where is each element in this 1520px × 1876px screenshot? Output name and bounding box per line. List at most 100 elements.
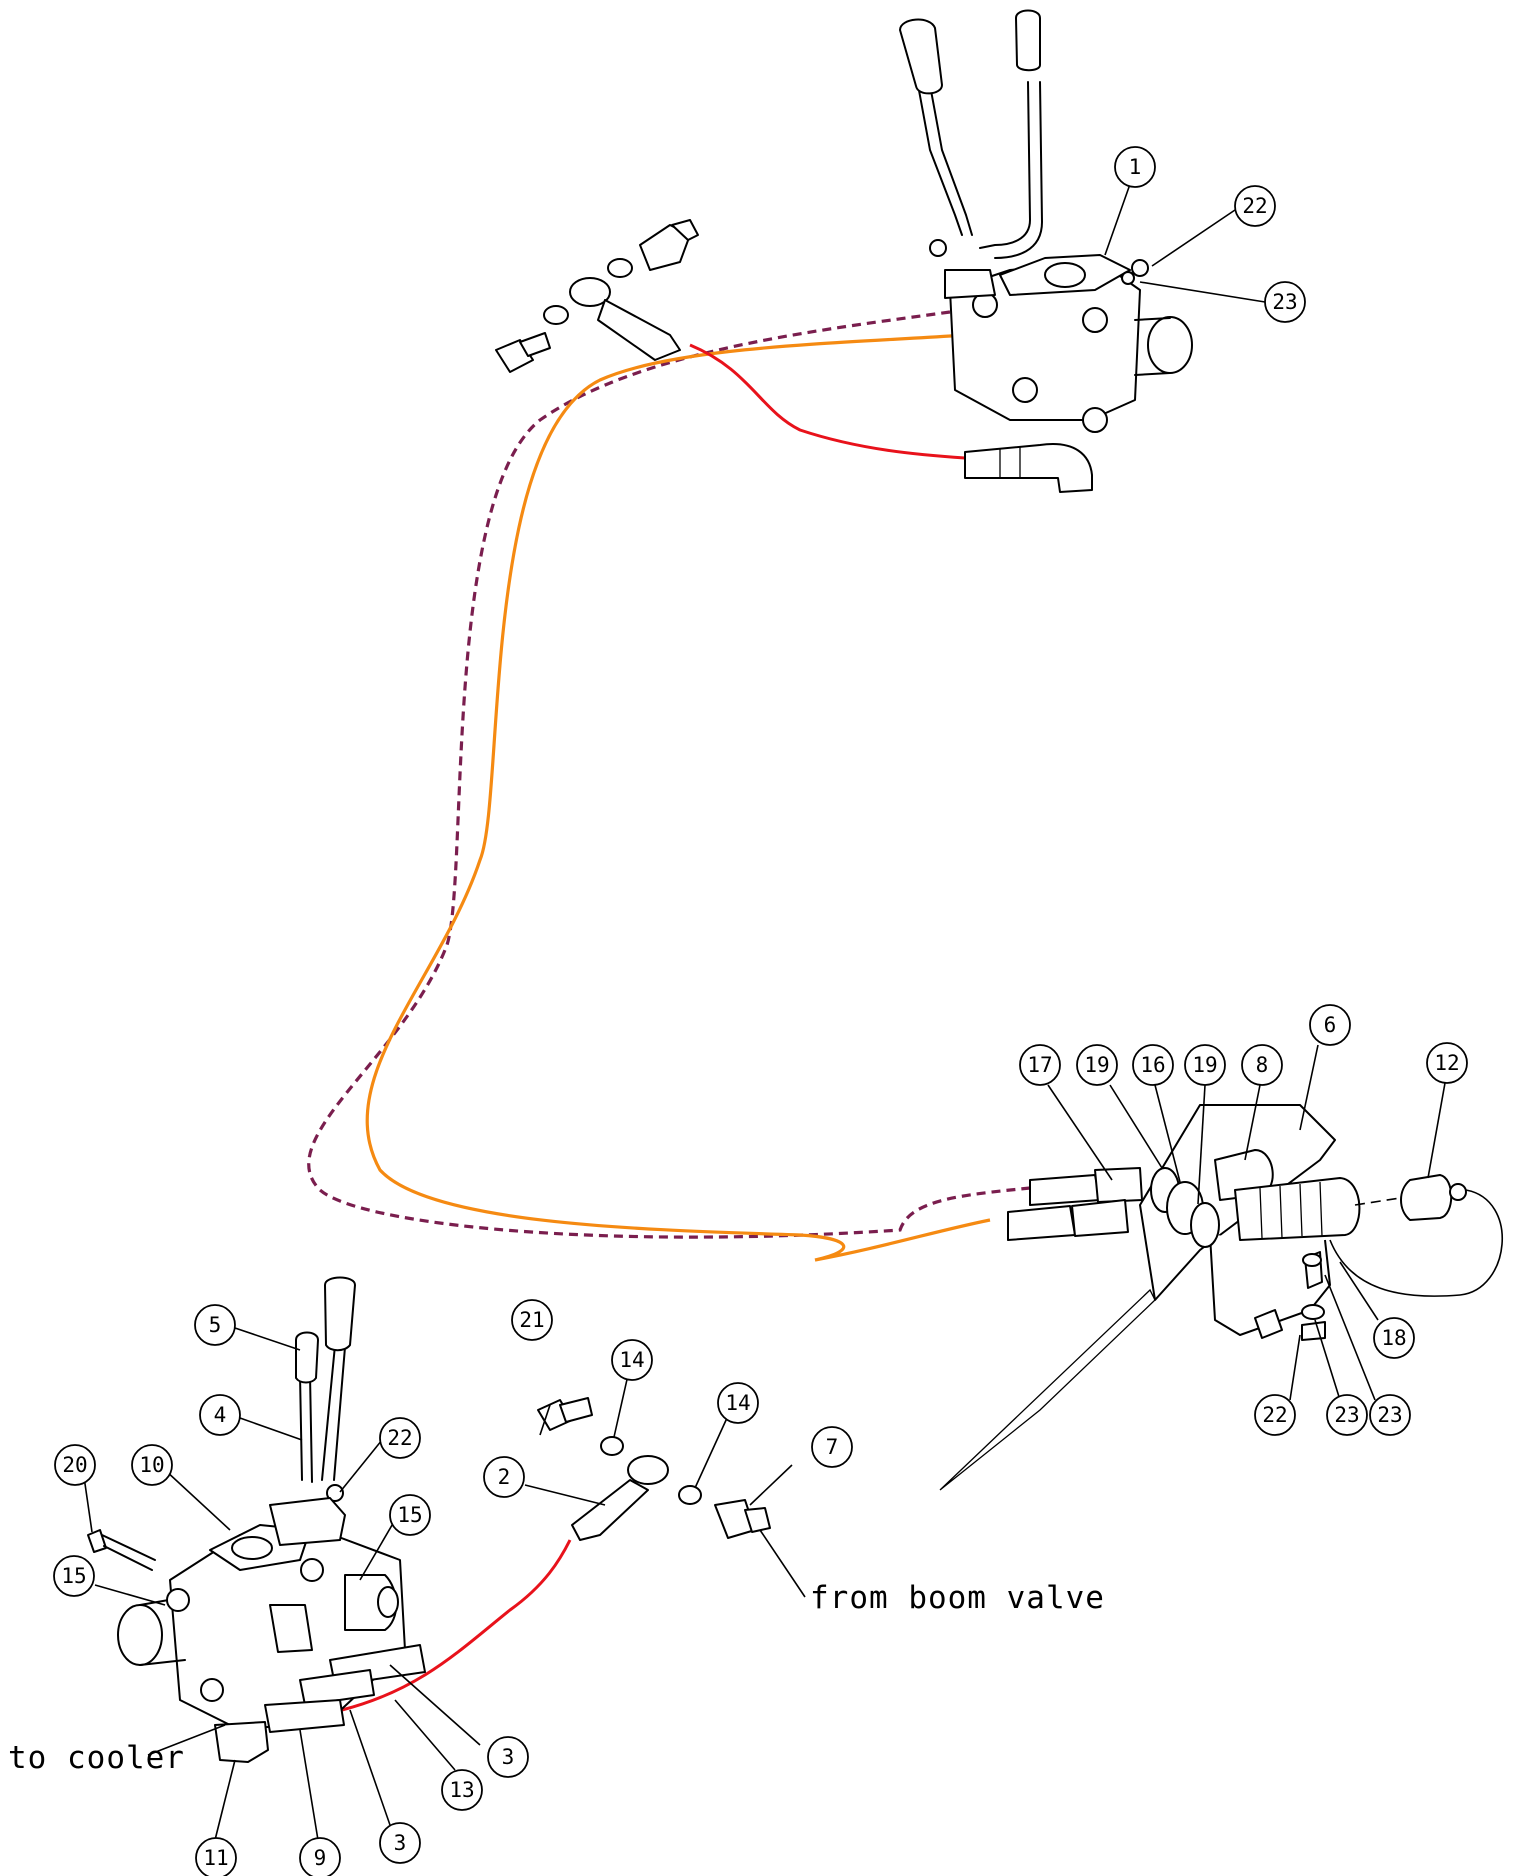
svg-text:3: 3 [394, 1831, 407, 1855]
leader-lines [82, 169, 1446, 1841]
svg-text:8: 8 [1256, 1053, 1269, 1077]
bracket-bolt [1254, 1309, 1283, 1339]
upper-control-valve [899, 9, 1193, 493]
callout-1: 1 [1114, 146, 1156, 188]
callout-18: 18 [1373, 1317, 1415, 1359]
callout-15: 15 [53, 1555, 95, 1597]
callout-6: 6 [1309, 1004, 1351, 1046]
svg-text:9: 9 [314, 1846, 327, 1870]
svg-text:2: 2 [498, 1465, 511, 1489]
callout-2: 2 [483, 1456, 525, 1498]
banjo-hose-end-2 [571, 1479, 649, 1541]
sealing-washer-upper-a [543, 305, 569, 325]
svg-text:10: 10 [139, 1453, 164, 1477]
from-boom-valve-leader [759, 1529, 806, 1598]
svg-text:13: 13 [449, 1778, 474, 1802]
svg-text:19: 19 [1084, 1053, 1109, 1077]
svg-text:7: 7 [826, 1435, 839, 1459]
callout-4: 4 [199, 1394, 241, 1436]
lower-lever-b-rod [299, 1374, 313, 1483]
lower-valve-fitting-9 [264, 1699, 345, 1733]
callout-13: 13 [441, 1769, 483, 1811]
callout-23: 23 [1264, 281, 1306, 323]
adapter-upper [639, 224, 691, 271]
upper-lever-long [917, 84, 973, 236]
note-from-boom-valve: from boom valve [810, 1580, 1105, 1616]
callout-7: 7 [811, 1426, 853, 1468]
lower-loose-fittings [537, 1397, 771, 1541]
svg-text:23: 23 [1272, 290, 1297, 314]
sealing-washer-14-a [600, 1436, 624, 1456]
callout-14: 14 [717, 1382, 759, 1424]
callout-21: 21 [511, 1299, 553, 1341]
svg-text:14: 14 [725, 1391, 750, 1415]
hose-end-upper-coupler [1029, 1174, 1101, 1206]
svg-text:1: 1 [1129, 155, 1142, 179]
upper-valve-elbow [964, 443, 1093, 493]
svg-text:16: 16 [1140, 1053, 1165, 1077]
sealing-washer-upper-b [607, 258, 633, 278]
lower-lever-a [321, 1334, 347, 1481]
lower-valve-elbow-11 [214, 1721, 269, 1763]
lower-lever-b-grip [295, 1331, 319, 1384]
lower-valve-nut-22 [326, 1484, 344, 1502]
lower-valve-bolt-b [200, 1678, 224, 1702]
upper-valve-nut-22 [1131, 259, 1149, 277]
bracket-outline-long [939, 1288, 1156, 1491]
callout-19: 19 [1076, 1044, 1118, 1086]
svg-text:6: 6 [1324, 1013, 1337, 1037]
o-ring-19-b [1190, 1202, 1220, 1248]
upper-valve-bolt-d [1012, 377, 1038, 403]
callout-3: 3 [487, 1736, 529, 1778]
svg-text:11: 11 [203, 1846, 228, 1870]
upper-loose-fittings [495, 219, 699, 373]
svg-text:5: 5 [209, 1313, 222, 1337]
svg-text:23: 23 [1377, 1403, 1402, 1427]
lower-valve-elbow [269, 1604, 313, 1653]
callout-23: 23 [1369, 1394, 1411, 1436]
svg-text:21: 21 [519, 1308, 544, 1332]
return-hose-orange [365, 321, 1081, 1262]
upper-valve-lock-nut [929, 239, 947, 257]
upper-valve-bolt-c [1082, 407, 1108, 433]
lower-valve-fitting-3 [299, 1669, 375, 1706]
callout-10: 10 [131, 1444, 173, 1486]
upper-valve-bolt-b [1082, 307, 1108, 333]
upper-valve-side-boss [1134, 317, 1171, 376]
upper-lever-bent [979, 81, 1043, 259]
lower-valve-port-10 [231, 1536, 273, 1560]
callout-23: 23 [1326, 1394, 1368, 1436]
callout-22: 22 [379, 1417, 421, 1459]
upper-lever-bent-grip [1015, 9, 1041, 72]
callout-3: 3 [379, 1822, 421, 1864]
coupler-centerline [1354, 1197, 1401, 1206]
lower-valve-bolt-20 [87, 1529, 107, 1553]
hose-routing [307, 310, 1081, 1712]
callout-12: 12 [1426, 1042, 1468, 1084]
svg-text:17: 17 [1027, 1053, 1052, 1077]
banjo-eye-upper [569, 277, 611, 307]
svg-text:18: 18 [1381, 1326, 1406, 1350]
svg-text:22: 22 [387, 1426, 412, 1450]
callout-9: 9 [299, 1837, 341, 1876]
banjo-eye-lower [627, 1455, 669, 1485]
bracket-washer-23 [1301, 1304, 1325, 1320]
svg-text:3: 3 [502, 1745, 515, 1769]
to-cooler-leader [147, 1724, 226, 1756]
callout-19: 19 [1184, 1044, 1226, 1086]
callout-17: 17 [1019, 1044, 1061, 1086]
callout-20: 20 [54, 1444, 96, 1486]
dust-cap-12 [1400, 1174, 1453, 1221]
callout-11: 11 [195, 1837, 237, 1876]
svg-text:22: 22 [1262, 1403, 1287, 1427]
quick-coupler-bracket-assembly [939, 1104, 1503, 1491]
lower-valve-side-port [117, 1604, 163, 1666]
callout-22: 22 [1234, 185, 1276, 227]
upper-valve-port [1044, 262, 1086, 288]
lower-valve-linkage [269, 1497, 346, 1546]
callout-14: 14 [611, 1339, 653, 1381]
coupler-main [1234, 1177, 1361, 1241]
dust-cap-tether [1329, 1189, 1503, 1297]
upper-valve-washer-23 [1121, 271, 1135, 285]
